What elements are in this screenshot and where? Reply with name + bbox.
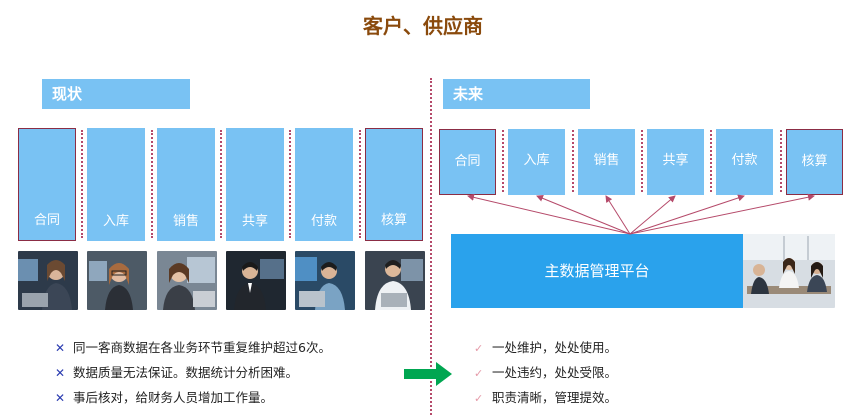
current-module-label: 付款 <box>310 214 337 229</box>
check-icon: ✓ <box>474 392 484 405</box>
cross-icon: ✕ <box>55 366 66 380</box>
current-module-label: 合同 <box>33 213 60 228</box>
future-state-header: 未来 <box>443 79 590 109</box>
connector-arrow-inbound <box>536 195 631 235</box>
future-module-accounting: 核算 <box>786 129 843 195</box>
worker-photo-inbound <box>87 251 147 310</box>
module-separator <box>359 130 361 238</box>
check-icon: ✓ <box>474 342 484 355</box>
issue-text: 事后核对，给财务人员增加工作量。 <box>73 390 274 405</box>
worker-photo-accounting <box>365 251 425 310</box>
module-separator <box>289 130 291 238</box>
module-separator <box>572 130 574 192</box>
current-module-label: 核算 <box>380 213 407 228</box>
connector-arrow-payment <box>629 194 745 235</box>
worker-photo-shared <box>226 251 286 310</box>
cross-icon: ✕ <box>55 391 66 405</box>
future-module-sales: 销售 <box>578 129 635 195</box>
worker-photo-sales <box>157 251 217 310</box>
benefit-item: ✓ 职责清晰，管理提效。 <box>474 387 617 406</box>
future-module-inbound: 入库 <box>508 129 565 195</box>
issue-item: ✕ 事后核对，给财务人员增加工作量。 <box>55 387 273 406</box>
transition-arrow-icon <box>404 362 452 386</box>
connector-arrow-sales <box>605 195 631 235</box>
master-data-platform: 主数据管理平台 <box>451 234 743 308</box>
current-module-payment: 付款 <box>295 128 353 241</box>
current-module-inbound: 入库 <box>87 128 145 241</box>
module-separator <box>780 130 782 192</box>
benefit-text: 一处违约，处处受限。 <box>492 365 618 380</box>
benefit-text: 职责清晰，管理提效。 <box>492 390 618 405</box>
connector-arrow-shared <box>629 195 676 235</box>
worker-photo-contract <box>18 251 78 310</box>
module-separator <box>151 130 153 238</box>
benefit-item: ✓ 一处违约，处处受限。 <box>474 362 617 381</box>
benefit-item: ✓ 一处维护，处处使用。 <box>474 337 617 356</box>
module-separator <box>502 130 504 192</box>
section-divider <box>430 78 432 415</box>
benefit-text: 一处维护，处处使用。 <box>492 340 618 355</box>
module-separator <box>641 130 643 192</box>
cross-icon: ✕ <box>55 341 66 355</box>
current-module-accounting: 核算 <box>365 128 423 241</box>
module-separator <box>220 130 222 238</box>
meeting-photo <box>743 234 835 308</box>
worker-photo-payment <box>295 251 355 310</box>
current-state-header: 现状 <box>42 79 190 109</box>
current-module-sales: 销售 <box>157 128 215 241</box>
page-title: 客户、供应商 <box>363 14 483 38</box>
module-separator <box>710 130 712 192</box>
current-module-shared: 共享 <box>226 128 284 241</box>
issue-item: ✕ 同一客商数据在各业务环节重复维护超过6次。 <box>55 337 331 356</box>
current-module-label: 入库 <box>102 214 129 229</box>
connector-arrow-contract <box>467 193 631 235</box>
current-module-label: 共享 <box>241 214 268 229</box>
issue-text: 数据质量无法保证。数据统计分析困难。 <box>73 365 299 380</box>
module-separator <box>81 130 83 238</box>
future-module-shared: 共享 <box>647 129 704 195</box>
current-module-label: 销售 <box>172 214 199 229</box>
issue-item: ✕ 数据质量无法保证。数据统计分析困难。 <box>55 362 298 381</box>
check-icon: ✓ <box>474 367 484 380</box>
current-module-contract: 合同 <box>18 128 76 241</box>
future-module-payment: 付款 <box>716 129 773 195</box>
future-module-contract: 合同 <box>439 129 496 195</box>
issue-text: 同一客商数据在各业务环节重复维护超过6次。 <box>73 340 331 355</box>
connector-arrow-accounting <box>629 193 815 235</box>
